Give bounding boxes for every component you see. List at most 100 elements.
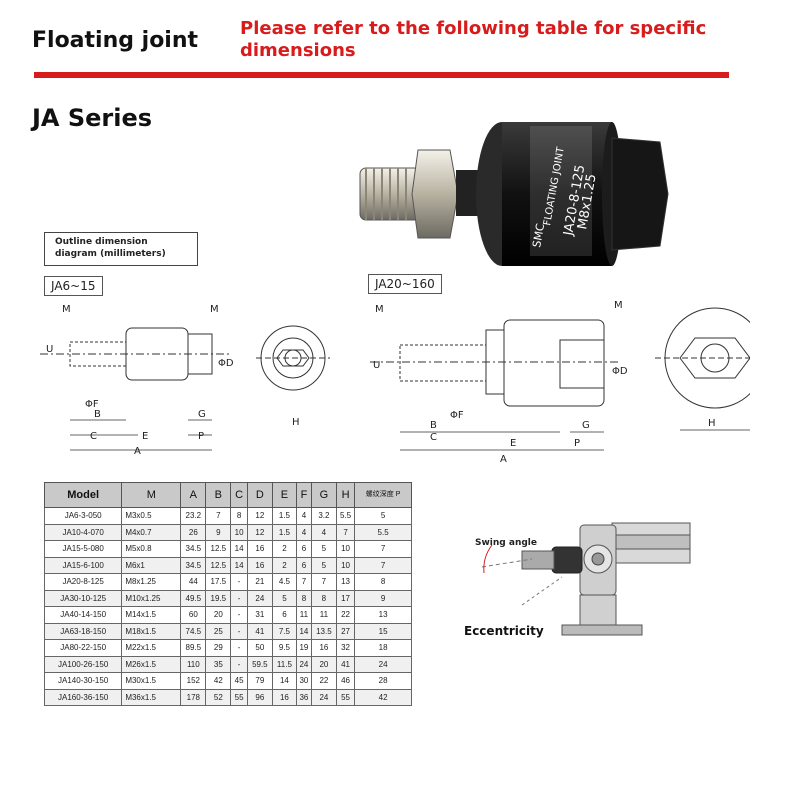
col-header: A [180, 482, 207, 508]
table-header-row: Model M A B C D E F G H 螺纹深度 P [43, 482, 412, 508]
model-cell: JA15-5-080 [43, 540, 123, 558]
value-cell: 14 [271, 672, 297, 690]
value-cell: 6 [271, 606, 297, 624]
value-cell: 8 [310, 589, 337, 607]
value-cell: 11 [310, 606, 337, 624]
value-cell: 6 [295, 540, 312, 558]
value-cell: 14 [230, 540, 248, 558]
col-header: D [246, 482, 273, 508]
value-cell: 2 [271, 556, 297, 574]
dim-label-p-small: P [198, 431, 204, 442]
col-header: Model [43, 482, 123, 508]
dim-label-f-large: ΦF [450, 410, 464, 421]
value-cell: 22 [335, 606, 356, 624]
page-title: Floating joint [32, 28, 199, 53]
value-cell: 31 [246, 606, 273, 624]
value-cell: 45 [230, 672, 248, 690]
value-cell: 10 [335, 556, 356, 574]
value-cell: 12.5 [205, 540, 232, 558]
value-cell: 23.2 [180, 507, 207, 525]
value-cell: 16 [310, 639, 337, 657]
value-cell: 21 [246, 573, 273, 591]
value-cell: - [230, 622, 248, 640]
dim-label-p-large: P [574, 438, 580, 449]
value-cell: 55 [335, 688, 356, 706]
dim-label-d-large: ΦD [612, 366, 628, 377]
value-cell: 44 [180, 573, 207, 591]
col-header: E [271, 482, 297, 508]
value-cell: 28 [354, 672, 412, 690]
value-cell: 74.5 [180, 622, 207, 640]
value-cell: 7 [310, 573, 337, 591]
value-cell: 13.5 [310, 622, 337, 640]
value-cell: 34.5 [180, 556, 207, 574]
value-cell: 30 [295, 672, 312, 690]
model-cell: JA40-14-150 [43, 606, 123, 624]
value-cell: M4x0.7 [121, 523, 182, 541]
dim-label-c-large: C [430, 432, 437, 443]
value-cell: 24 [310, 688, 337, 706]
value-cell: 8 [295, 589, 312, 607]
model-cell: JA140-30-150 [43, 672, 123, 690]
dimensions-table: Model M A B C D E F G H 螺纹深度 P JA6-3-050… [43, 482, 412, 706]
small-end-view [256, 325, 330, 391]
small-side-view [40, 327, 230, 381]
value-cell: 27 [335, 622, 356, 640]
red-divider [34, 72, 729, 78]
outline-caption: Outline dimension diagram (millimeters) [44, 232, 198, 266]
value-cell: 2 [271, 540, 297, 558]
value-cell: 55 [230, 688, 248, 706]
value-cell: 5.5 [335, 507, 356, 525]
value-cell: 26 [180, 523, 207, 541]
dim-label-f-small: ΦF [85, 399, 99, 410]
value-cell: 3.2 [310, 507, 337, 525]
large-end-view [655, 307, 750, 409]
assembly-illustration [481, 522, 691, 636]
value-cell: 12.5 [205, 556, 232, 574]
value-cell: 36 [295, 688, 312, 706]
value-cell: 20 [310, 655, 337, 673]
value-cell: M3x0.5 [121, 507, 182, 525]
value-cell: 12 [246, 507, 273, 525]
value-cell: 18 [354, 639, 412, 657]
model-cell: JA10-4-070 [43, 523, 123, 541]
value-cell: 4 [295, 523, 312, 541]
value-cell: 152 [180, 672, 207, 690]
value-cell: 79 [246, 672, 273, 690]
value-cell: 13 [335, 573, 356, 591]
dim-label-h-large: H [708, 418, 716, 429]
dim-label-e-small: E [142, 431, 148, 442]
dim-label-d-small: ΦD [218, 358, 234, 369]
value-cell: M36x1.5 [121, 688, 182, 706]
model-cell: JA6-3-050 [43, 507, 123, 525]
value-cell: 9.5 [271, 639, 297, 657]
value-cell: 5 [354, 507, 412, 525]
dim-label-b-small: B [94, 409, 101, 420]
dim-label-g-large: G [582, 420, 590, 431]
value-cell: - [230, 639, 248, 657]
model-cell: JA30-10-125 [43, 589, 123, 607]
value-cell: 41 [246, 622, 273, 640]
col-header: M [121, 482, 182, 508]
dim-label-a-small: A [134, 446, 141, 457]
value-cell: 29 [205, 639, 232, 657]
swing-angle-label: Swing angle [475, 538, 537, 548]
value-cell: 41 [335, 655, 356, 673]
value-cell: - [230, 573, 248, 591]
value-cell: 9 [354, 589, 412, 607]
value-cell: 52 [205, 688, 232, 706]
value-cell: M14x1.5 [121, 606, 182, 624]
value-cell: 4.5 [271, 573, 297, 591]
value-cell: M18x1.5 [121, 622, 182, 640]
value-cell: M6x1 [121, 556, 182, 574]
value-cell: 178 [180, 688, 207, 706]
